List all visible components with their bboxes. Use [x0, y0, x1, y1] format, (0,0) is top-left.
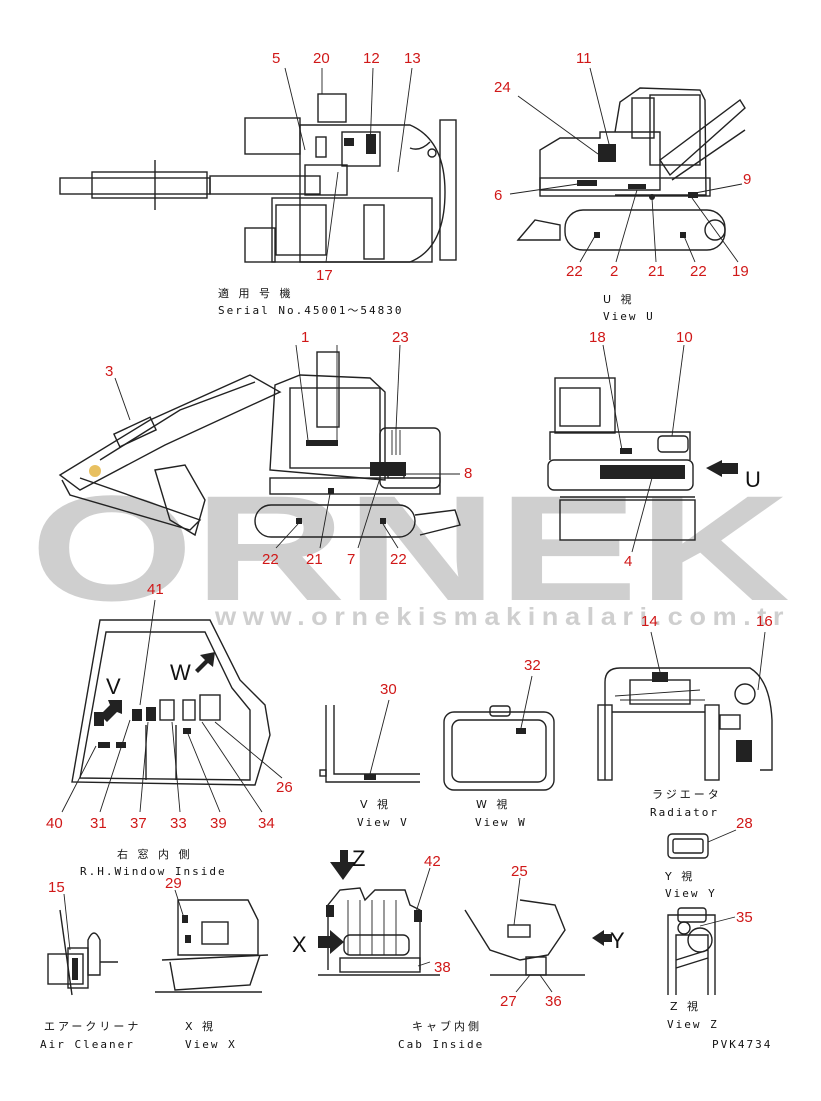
callout-33: 33: [170, 815, 187, 832]
callout-35: 35: [736, 909, 753, 926]
callout-8: 8: [464, 465, 472, 482]
callout-30: 30: [380, 681, 397, 698]
callout-32: 32: [524, 657, 541, 674]
caption-view-u-jp: U 視: [603, 292, 635, 306]
callout-numbers: 5 20 12 13 17 11 24 6 9 22 2 21 22 19 1 …: [46, 50, 773, 1010]
caption-window-en: R.H.Window Inside: [80, 865, 227, 878]
callout-7: 7: [347, 551, 355, 568]
callout-5: 5: [272, 50, 280, 67]
caption-view-v-jp: V 視: [360, 797, 391, 811]
caption-view-y-en: View Y: [665, 887, 717, 900]
caption-serial-jp: 適 用 号 機: [218, 286, 294, 300]
callout-37: 37: [130, 815, 147, 832]
cab-inside-drawing: Z X Y: [292, 846, 625, 976]
callout-19: 19: [732, 263, 749, 280]
callout-13: 13: [404, 50, 421, 67]
caption-window-jp: 右 窓 内 側: [117, 847, 193, 861]
callout-22: 22: [690, 263, 707, 280]
callout-6: 6: [494, 187, 502, 204]
callout-12: 12: [363, 50, 380, 67]
callout-9: 9: [743, 171, 751, 188]
caption-view-x-jp: X 視: [185, 1019, 216, 1033]
callout-40: 40: [46, 815, 63, 832]
callout-21: 21: [648, 263, 665, 280]
callout-3: 3: [105, 363, 113, 380]
callout-22: 22: [262, 551, 279, 568]
callout-41: 41: [147, 581, 164, 598]
callout-18: 18: [589, 329, 606, 346]
window-inside-drawing: V W: [71, 619, 271, 786]
callout-2: 2: [610, 263, 618, 280]
callout-11: 11: [576, 50, 592, 67]
arrow-label-u: U: [745, 467, 761, 492]
arrow-label-w: W: [170, 660, 191, 685]
arrow-label-z: Z: [352, 846, 365, 871]
side-view-drawing: [58, 351, 461, 538]
callout-39: 39: [210, 815, 227, 832]
callout-16: 16: [756, 613, 773, 630]
callout-42: 42: [424, 853, 441, 870]
drawing-number: PVK4734: [712, 1038, 772, 1051]
caption-cab-en: Cab Inside: [398, 1038, 484, 1051]
view-w-drawing: [443, 705, 555, 791]
callout-26: 26: [276, 779, 293, 796]
callout-29: 29: [165, 875, 182, 892]
callout-20: 20: [313, 50, 330, 67]
caption-view-x-en: View X: [185, 1038, 237, 1051]
caption-serial-en: Serial No.45001～54830: [218, 304, 403, 317]
arrow-label-x: X: [292, 932, 307, 957]
callout-10: 10: [676, 329, 693, 346]
view-y-drawing: [667, 833, 709, 859]
callout-22: 22: [566, 263, 583, 280]
callout-1: 1: [301, 329, 309, 346]
caption-air-cleaner-en: Air Cleaner: [40, 1038, 135, 1051]
rear-view-drawing: U: [547, 377, 761, 541]
callout-38: 38: [434, 959, 451, 976]
callout-4: 4: [624, 553, 632, 570]
callout-27: 27: [500, 993, 517, 1010]
caption-view-v-en: View V: [357, 816, 409, 829]
caption-view-z-en: View Z: [667, 1018, 719, 1031]
caption-view-z-jp: Z 視: [670, 999, 701, 1013]
radiator-drawing: [597, 667, 773, 781]
callout-15: 15: [48, 879, 65, 896]
callout-14: 14: [641, 613, 658, 630]
watermark-url: www.ornekismakinalari.com.tr: [214, 603, 790, 631]
caption-radiator-en: Radiator: [650, 806, 719, 819]
arrow-label-y: Y: [610, 928, 625, 953]
leader-lines: [61, 67, 766, 993]
callout-25: 25: [511, 863, 528, 880]
caption-view-y-jp: Y 視: [664, 869, 695, 883]
watermark: ORNEK www.ornekismakinalari.com.tr: [30, 464, 790, 632]
callout-17: 17: [316, 267, 333, 284]
view-u-drawing: [516, 87, 746, 251]
view-v-drawing: [319, 705, 420, 783]
callout-22: 22: [390, 551, 407, 568]
callout-28: 28: [736, 815, 753, 832]
caption-cab-jp: キャブ内側: [412, 1019, 482, 1033]
caption-air-cleaner-jp: エアークリーナ: [44, 1020, 141, 1033]
top-view-drawing: [59, 93, 457, 263]
callout-34: 34: [258, 815, 275, 832]
view-x-drawing: [155, 899, 269, 993]
view-z-drawing: [667, 907, 716, 995]
callout-24: 24: [494, 79, 511, 96]
caption-view-w-en: View W: [475, 816, 527, 829]
watermark-logo: ORNEK: [30, 464, 790, 632]
caption-view-w-jp: W 視: [476, 797, 510, 811]
captions: 適 用 号 機 Serial No.45001～54830 U 視 View U…: [40, 286, 772, 1051]
arrow-label-v: V: [106, 674, 121, 699]
callout-23: 23: [392, 329, 409, 346]
callout-36: 36: [545, 993, 562, 1010]
callout-31: 31: [90, 815, 107, 832]
caption-radiator-jp: ラジエータ: [652, 788, 722, 801]
air-cleaner-drawing: [47, 909, 118, 996]
callout-21: 21: [306, 551, 323, 568]
caption-view-u-en: View U: [603, 310, 655, 323]
